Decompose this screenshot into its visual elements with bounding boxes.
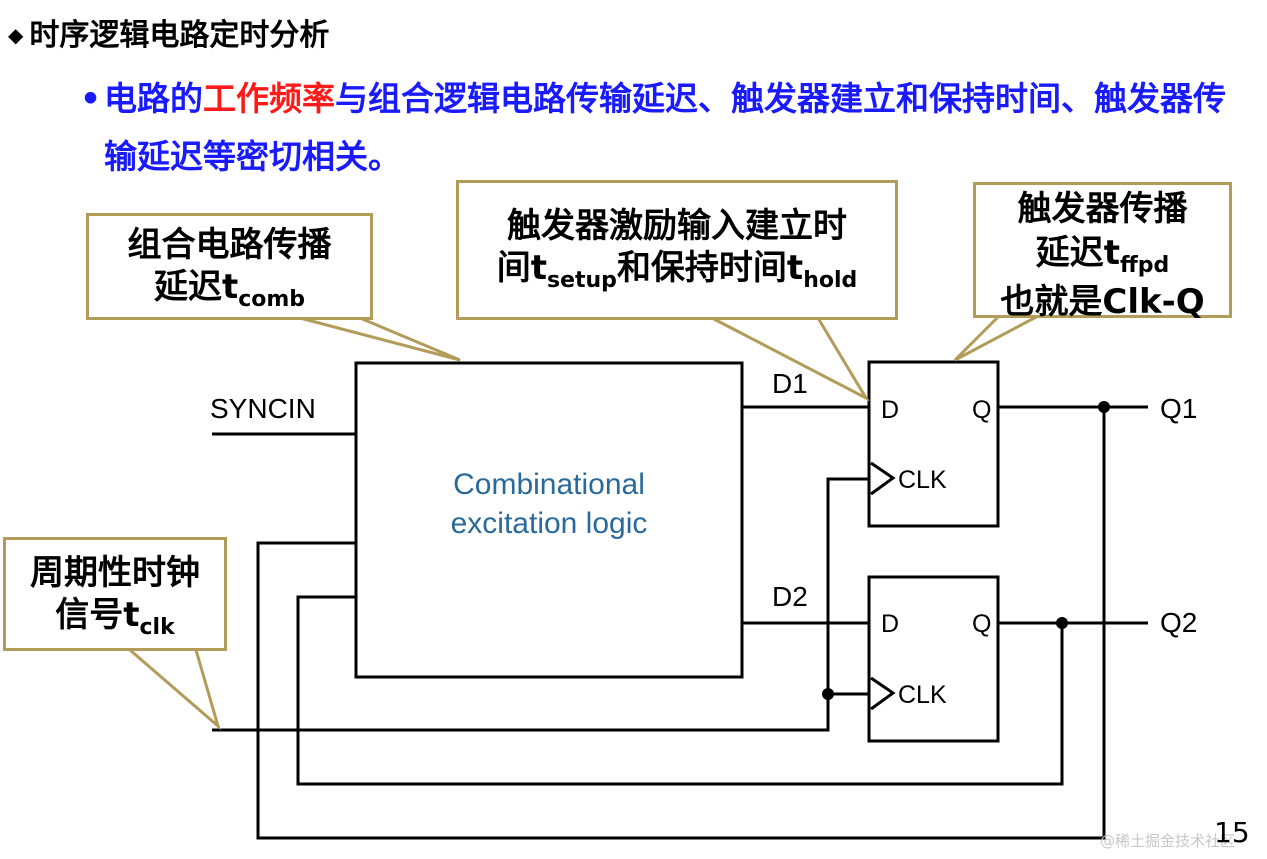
- clk-callout-pointer: [129, 648, 221, 731]
- comb-delay-callout: 组合电路传播 延迟tcomb: [86, 213, 373, 320]
- flip-flop-2: [867, 575, 1000, 743]
- bullet-content: 电路的工作频率与组合逻辑电路传输延迟、触发器建立和保持时间、触发器传输延迟等密切…: [104, 79, 1226, 176]
- ff1-d-label: D: [881, 396, 899, 424]
- bullet-text: • 电路的工作频率与组合逻辑电路传输延迟、触发器建立和保持时间、触发器传输延迟等…: [80, 70, 1240, 186]
- clock-wire: [212, 477, 869, 732]
- q1-label: Q1: [1160, 393, 1197, 424]
- q1-junction-dot: [1098, 401, 1110, 413]
- comb-label-line2: excitation logic: [451, 507, 648, 540]
- d1-label: D1: [772, 368, 808, 399]
- page-number: 15: [1214, 816, 1250, 849]
- flip-flop-1: [867, 360, 1000, 528]
- q1-feedback-wire: [256, 407, 1106, 840]
- watermark: @稀土掘金技术社区: [1100, 832, 1236, 850]
- slide-title: ◆时序逻辑电路定时分析: [8, 18, 330, 53]
- combinational-block: [354, 361, 744, 679]
- q2-label: Q2: [1160, 607, 1197, 638]
- q2-junction-dot: [1056, 617, 1068, 629]
- diamond-bullet-icon: ◆: [8, 23, 24, 47]
- comb-label-line1: Combinational: [453, 468, 645, 501]
- d2-label: D2: [772, 581, 808, 612]
- ff1-clk-triangle: [870, 461, 896, 496]
- bullet-dot-icon: •: [80, 79, 102, 118]
- setup-hold-callout: 触发器激励输入建立时 间tsetup和保持时间thold: [456, 180, 898, 320]
- ff2-clk-label: CLK: [898, 681, 947, 709]
- clk-signal-callout: 周期性时钟 信号tclk: [3, 537, 227, 651]
- comb-callout-pointer: [299, 316, 461, 362]
- q2-feedback-wire: [296, 595, 1064, 786]
- clock-junction-dot: [822, 688, 834, 700]
- ff1-clk-label: CLK: [898, 466, 947, 494]
- ff2-q-label: Q: [972, 610, 991, 638]
- ff1-q-label: Q: [972, 396, 991, 424]
- ffpd-callout-pointer: [953, 313, 1041, 362]
- setup-callout-pointer: [711, 316, 871, 402]
- highlight-text: 工作频率: [203, 79, 335, 118]
- ffpd-callout: 触发器传播 延迟tffpd 也就是Clk-Q: [973, 182, 1232, 322]
- ff2-clk-triangle: [870, 676, 896, 711]
- ff2-d-label: D: [881, 610, 899, 638]
- syncin-label: SYNCIN: [210, 393, 316, 424]
